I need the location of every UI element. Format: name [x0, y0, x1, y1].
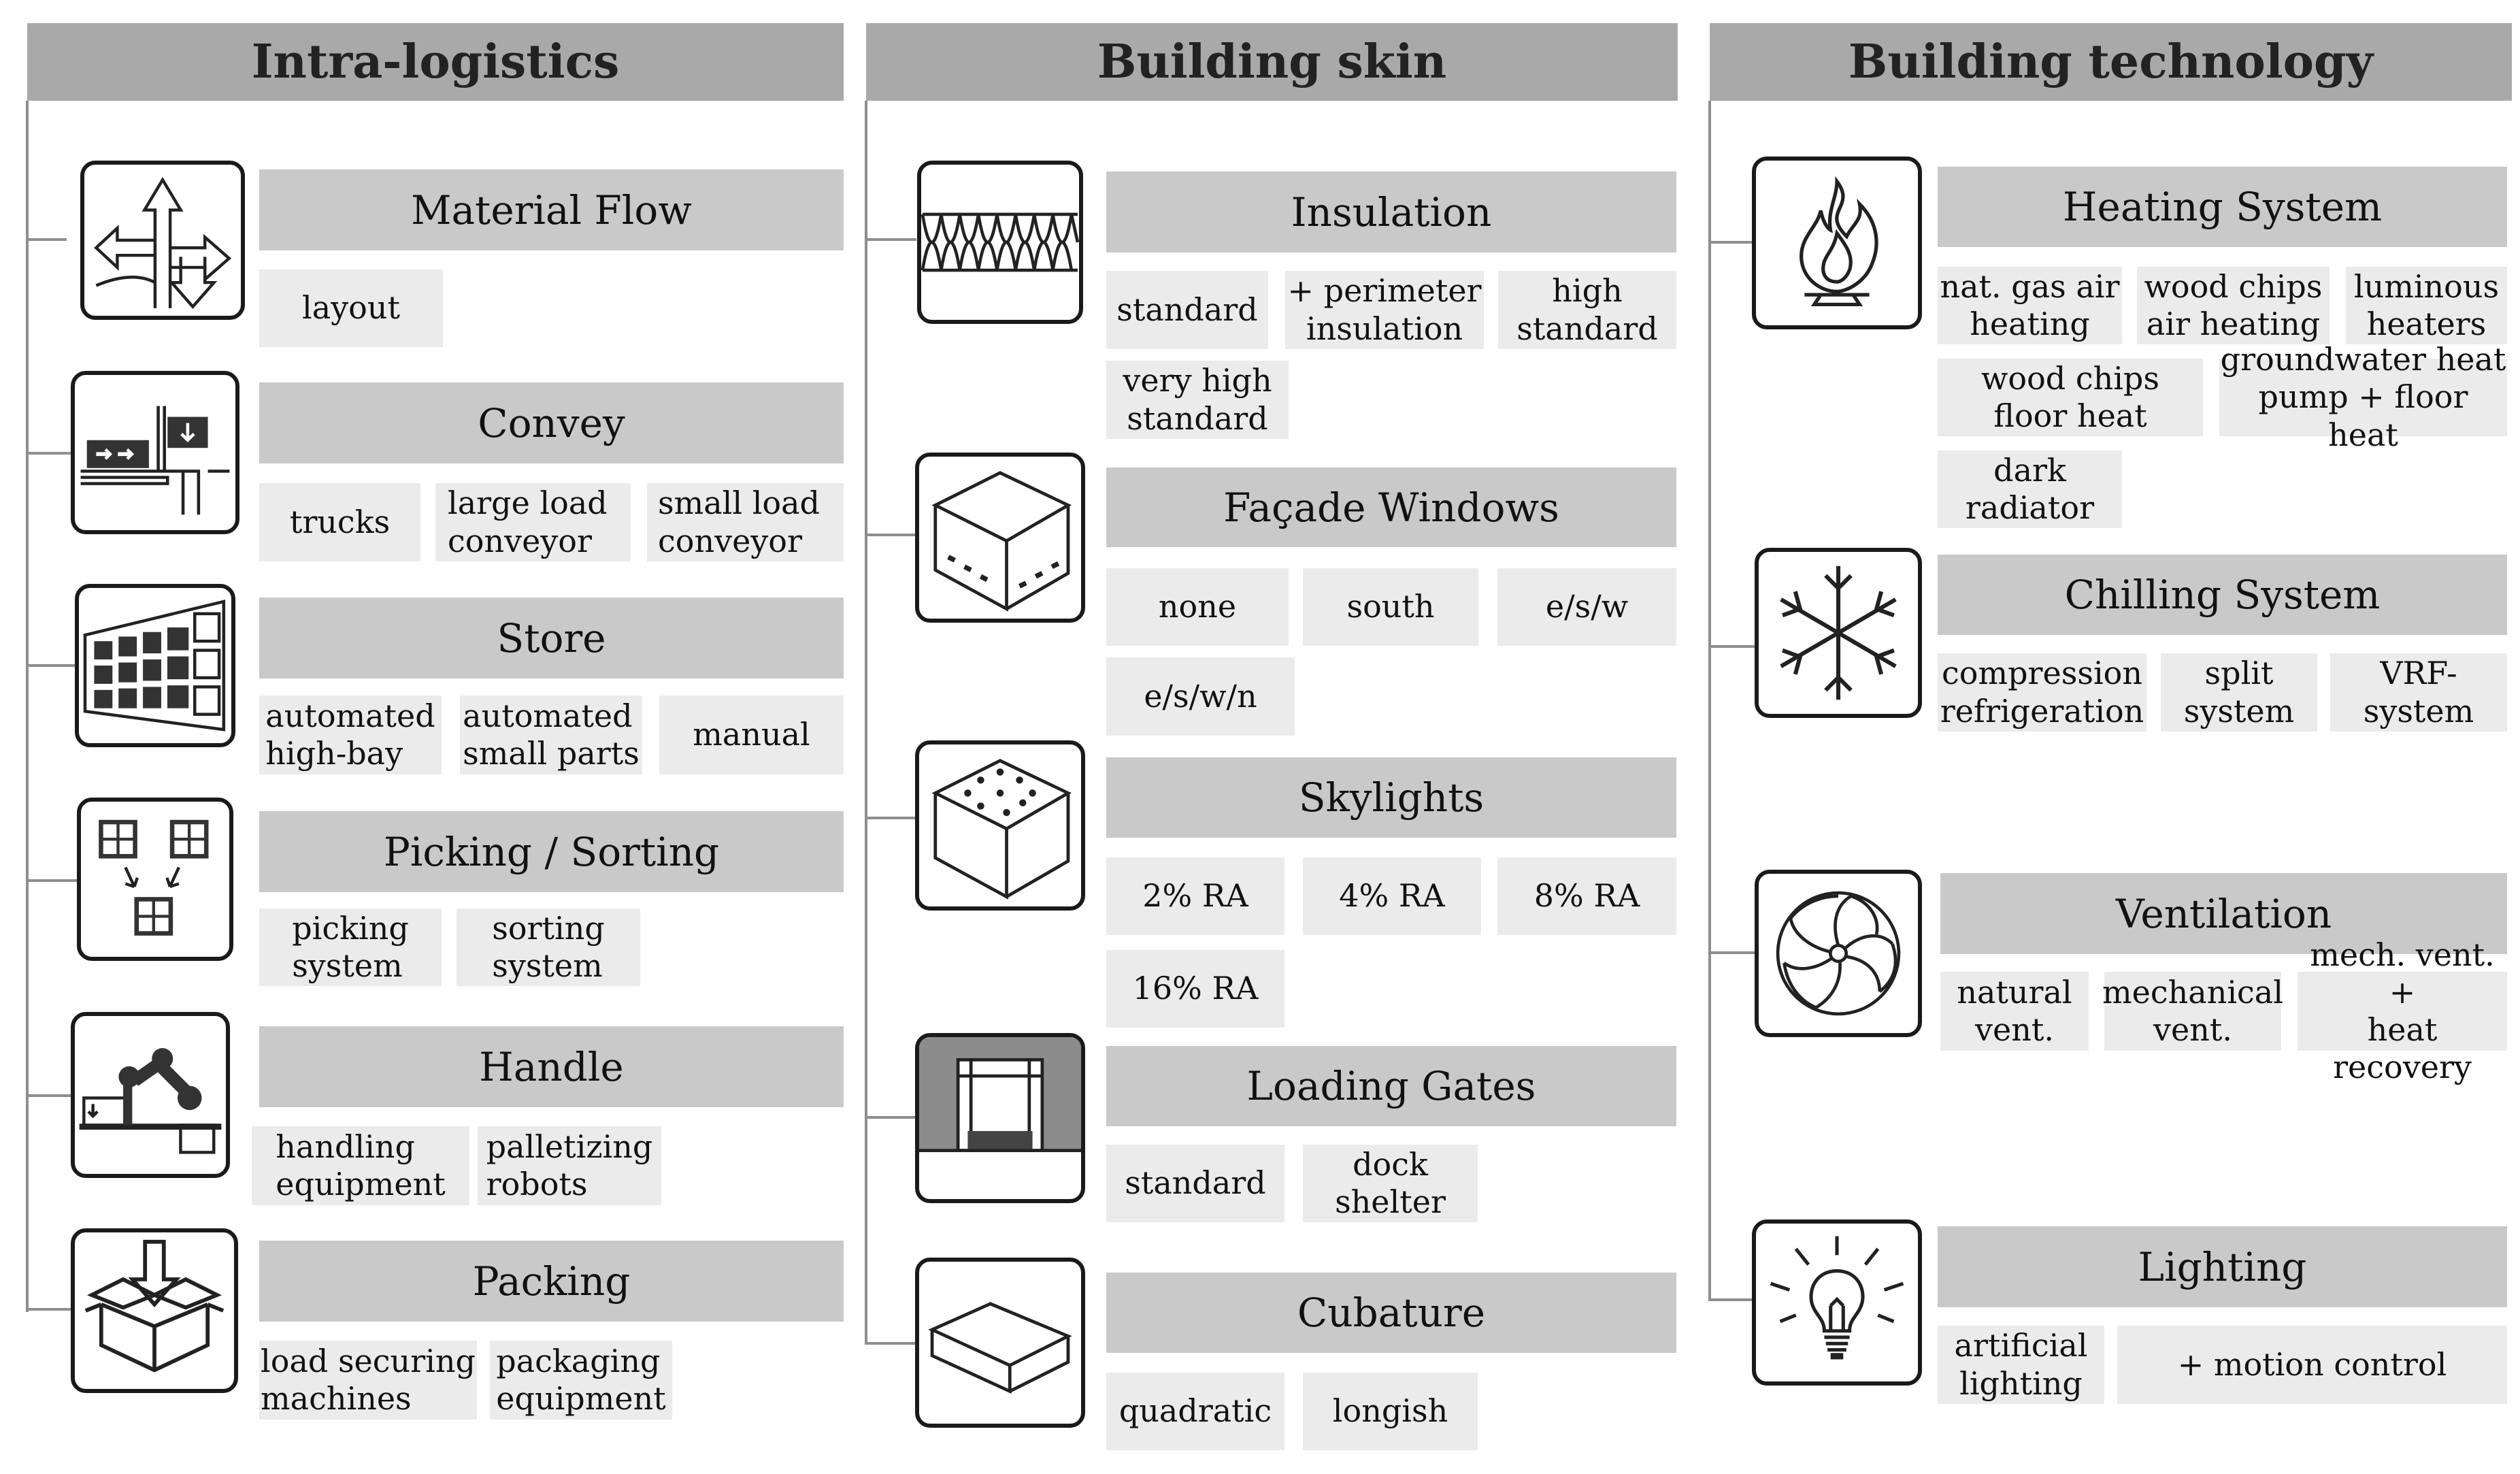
option-nat-gas-air-heating: nat. gas air heating [1938, 267, 2122, 344]
robot-arm-icon [71, 1012, 230, 1178]
option-compression-refrigeration: compression refrigeration [1938, 653, 2146, 732]
option-none: none [1106, 568, 1289, 646]
tree-branch [26, 1308, 72, 1311]
option-dock-shelter: dock shelter [1303, 1145, 1478, 1222]
option-very-high-standard: very high standard [1106, 361, 1289, 439]
category-facade-windows: Façade Windows [1106, 468, 1676, 547]
facade-windows-icon [915, 453, 1085, 623]
tree-branch [26, 664, 76, 667]
light-bulb-icon [1752, 1219, 1922, 1386]
tree-branch [865, 1116, 916, 1119]
option-wood-chips-air-heating: wood chips air heating [2137, 267, 2330, 344]
category-picking-sorting: Picking / Sorting [259, 811, 844, 892]
category-packing: Packing [259, 1241, 844, 1322]
option-large-load-conveyor: large load conveyor [435, 483, 631, 561]
tree-branch [865, 238, 916, 241]
option-south: south [1303, 568, 1478, 646]
material-flow-arrows-icon [80, 161, 245, 320]
tree-branch [26, 879, 78, 882]
category-store: Store [259, 597, 844, 678]
tree-trunk [1708, 101, 1711, 1301]
option-4-ra: 4% RA [1303, 857, 1481, 935]
category-cubature: Cubature [1106, 1273, 1676, 1353]
category-chilling-system: Chilling System [1938, 555, 2507, 635]
option-mechanical-vent: mechanical vent. [2102, 972, 2283, 1051]
tree-branch [1708, 951, 1755, 954]
tree-branch [865, 534, 916, 536]
option-longish: longish [1303, 1373, 1478, 1450]
category-insulation: Insulation [1106, 171, 1676, 252]
tree-branch [1708, 241, 1752, 244]
option-vrf-system: VRF- system [2330, 653, 2507, 732]
option-natural-vent: natural vent. [1940, 972, 2089, 1051]
tree-branch [865, 1342, 916, 1345]
option-manual: manual [659, 695, 844, 774]
option-e-s-w: e/s/w [1497, 568, 1676, 646]
storage-rack-icon [75, 584, 235, 747]
option-luminous-heaters: luminous heaters [2346, 267, 2507, 344]
tree-branch [26, 1094, 72, 1097]
option-2-ra: 2% RA [1106, 857, 1284, 935]
category-handle: Handle [259, 1026, 844, 1107]
tree-trunk [865, 101, 867, 1345]
tree-branch [26, 452, 72, 455]
column-header-building-technology: Building technology [1710, 23, 2512, 101]
option-e-s-w-n: e/s/w/n [1106, 657, 1295, 736]
tree-branch [1708, 1298, 1752, 1301]
category-skylights: Skylights [1106, 757, 1676, 838]
option-automated-high-bay: automated high-bay [259, 695, 442, 774]
option-8-ra: 8% RA [1497, 857, 1676, 935]
loading-gate-icon [915, 1033, 1085, 1203]
skylights-icon [915, 740, 1085, 911]
option-standard-gate: standard [1106, 1145, 1284, 1222]
option-motion-control: + motion control [2117, 1326, 2507, 1404]
insulation-layer-icon [917, 161, 1083, 324]
option-layout: layout [259, 269, 443, 347]
category-heating-system: Heating System [1938, 167, 2507, 247]
option-quadratic: quadratic [1106, 1373, 1284, 1450]
category-convey: Convey [259, 382, 844, 463]
category-loading-gates: Loading Gates [1106, 1046, 1676, 1126]
option-standard: standard [1106, 271, 1268, 349]
option-mech-vent-heat-recovery: mech. vent. + heat recovery [2298, 936, 2507, 1085]
snowflake-icon [1755, 548, 1922, 718]
category-material-flow: Material Flow [259, 169, 844, 250]
option-load-securing-machines: load securing machines [259, 1341, 477, 1420]
option-groundwater-heat-pump-floor-heat: groundwater heat pump + floor heat [2219, 341, 2507, 453]
cubature-block-icon [915, 1258, 1085, 1428]
conveyor-icon [71, 371, 239, 534]
category-lighting: Lighting [1938, 1226, 2507, 1307]
option-handling-equipment: handling equipment [252, 1126, 469, 1205]
flame-icon [1752, 157, 1922, 329]
option-sorting-system: sorting system [457, 908, 640, 986]
category-ventilation: Ventilation [1940, 873, 2507, 954]
option-dark-radiator: dark radiator [1938, 451, 2122, 528]
option-picking-system: picking system [259, 908, 442, 986]
option-perimeter-insulation: + perimeter insulation [1285, 271, 1484, 349]
tree-branch [1708, 645, 1755, 648]
open-box-icon [71, 1228, 238, 1393]
option-16-ra: 16% RA [1106, 950, 1284, 1028]
option-automated-small-parts: automated small parts [460, 695, 642, 774]
option-high-standard: high standard [1498, 271, 1676, 349]
option-wood-chips-floor-heat: wood chips floor heat [1938, 359, 2203, 436]
tree-branch [865, 817, 916, 819]
option-split-system: split system [2161, 653, 2317, 732]
column-header-intra-logistics: Intra-logistics [27, 23, 844, 101]
fan-icon [1755, 870, 1922, 1037]
tree-trunk [26, 101, 29, 1312]
option-small-load-conveyor: small load conveyor [647, 483, 844, 561]
picking-sorting-icon [77, 798, 233, 961]
column-header-building-skin: Building skin [866, 23, 1678, 101]
option-trucks: trucks [259, 483, 420, 561]
option-palletizing-robots: palletizing robots [478, 1126, 661, 1205]
option-artificial-lighting: artificial lighting [1938, 1326, 2104, 1404]
tree-branch [26, 238, 67, 241]
option-packaging-equipment: packaging equipment [490, 1341, 672, 1420]
